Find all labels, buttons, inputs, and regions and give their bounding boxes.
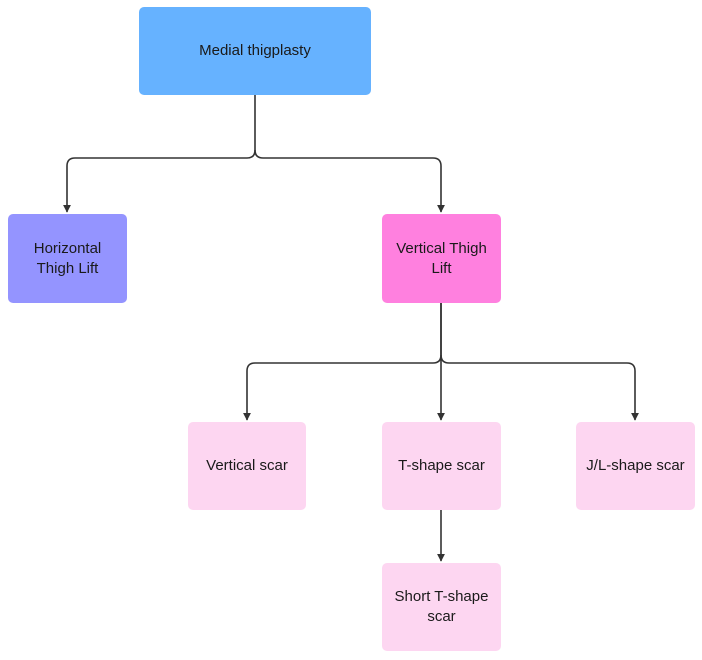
node-label: Horizontal Thigh Lift [33, 239, 102, 277]
node-jl-shape-scar: J/L-shape scar [576, 422, 695, 510]
node-label: Vertical scar [206, 457, 288, 474]
node-vertical-thigh-lift: Vertical Thigh Lift [382, 214, 501, 303]
node-t-shape-scar: T-shape scar [382, 422, 501, 510]
node-label: Vertical Thigh Lift [396, 239, 487, 277]
edge-vertical-to-jl-shape-scar [440, 354, 639, 421]
node-label: Medial thigplasty [199, 42, 311, 59]
edge-vertical-to-vertical-scar [243, 303, 442, 421]
edge-root-to-vertical [254, 149, 445, 213]
node-label: T-shape scar [398, 457, 485, 474]
node-label: Short T-shape scar [394, 588, 489, 625]
node-medial-thigplasty: Medial thigplasty [139, 7, 371, 95]
edge-root-to-horizontal [63, 95, 256, 213]
node-label: J/L-shape scar [586, 457, 685, 474]
node-vertical-scar: Vertical scar [188, 422, 306, 510]
node-short-t-shape-scar: Short T-shape scar [382, 563, 501, 651]
node-horizontal-thigh-lift: Horizontal Thigh Lift [8, 214, 127, 303]
